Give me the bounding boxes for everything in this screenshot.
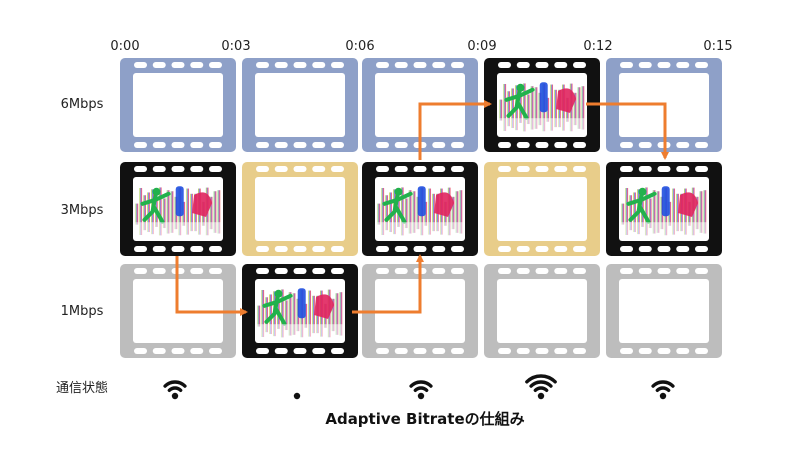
film-strip-icon-6mbps xyxy=(242,58,358,152)
switch-arrow-up xyxy=(418,100,492,160)
bitrate-label-3mbps: 3Mbps xyxy=(61,203,104,218)
dancer-equalizer-thumbnail-icon xyxy=(135,179,221,239)
time-tick: 0:09 xyxy=(467,39,496,54)
film-strip-icon-selected-3mbps xyxy=(606,162,722,256)
wifi-signal-icon xyxy=(293,392,301,400)
switch-arrow-down xyxy=(586,102,669,160)
film-strip-icon-1mbps xyxy=(606,264,722,358)
bitrate-label-1mbps: 1Mbps xyxy=(61,304,104,319)
switch-arrow-down xyxy=(175,256,248,316)
segment-grid xyxy=(120,58,722,358)
film-strip-icon-selected-3mbps xyxy=(362,162,478,256)
dancer-equalizer-thumbnail-icon xyxy=(377,179,463,239)
dancer-equalizer-thumbnail-icon xyxy=(621,179,707,239)
diagram-title: Adaptive Bitrateの仕組み xyxy=(325,410,524,428)
wifi-signal-icon xyxy=(409,380,433,400)
bitrate-labels: 6Mbps 3Mbps 1Mbps xyxy=(61,97,104,319)
film-strip-icon-1mbps xyxy=(484,264,600,358)
dancer-equalizer-thumbnail-icon xyxy=(499,75,585,135)
time-tick: 0:03 xyxy=(221,39,250,54)
bitrate-label-6mbps: 6Mbps xyxy=(61,97,104,112)
film-strip-icon-selected-3mbps xyxy=(120,162,236,256)
film-strip-icon-3mbps xyxy=(242,162,358,256)
connection-status-label: 通信状態 xyxy=(56,380,108,396)
wifi-signal-icon xyxy=(163,380,187,400)
time-tick: 0:00 xyxy=(110,39,139,54)
connection-status-row xyxy=(163,374,675,400)
bitrate-switch-path xyxy=(175,100,669,316)
film-strip-icon-selected-6mbps xyxy=(484,58,600,152)
time-axis: 0:00 0:03 0:06 0:09 0:12 0:15 xyxy=(110,39,732,54)
wifi-signal-icon xyxy=(651,380,675,400)
film-strip-icon-3mbps xyxy=(484,162,600,256)
time-tick: 0:06 xyxy=(345,39,374,54)
dancer-equalizer-thumbnail-icon xyxy=(257,281,343,341)
time-tick: 0:12 xyxy=(583,39,612,54)
switch-arrow-up xyxy=(352,254,424,314)
wifi-signal-icon xyxy=(525,374,557,400)
film-strip-icon-6mbps xyxy=(120,58,236,152)
film-strip-icon-selected-1mbps xyxy=(242,264,358,358)
time-tick: 0:15 xyxy=(703,39,732,54)
